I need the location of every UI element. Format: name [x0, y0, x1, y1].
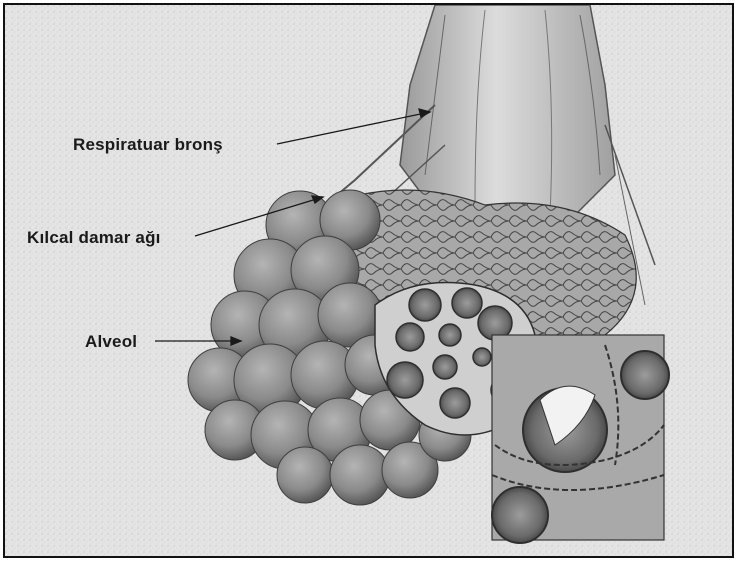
inset-detail-panel: [492, 335, 669, 543]
figure-frame: Respiratuar bronş Kılcal damar ağı Alveo…: [3, 3, 734, 558]
label-respiratory-bronchus: Respiratuar bronş: [73, 135, 223, 155]
label-alveolus: Alveol: [85, 332, 137, 352]
alveoli-illustration: [5, 5, 732, 556]
label-capillary-network: Kılcal damar ağı: [27, 228, 161, 248]
